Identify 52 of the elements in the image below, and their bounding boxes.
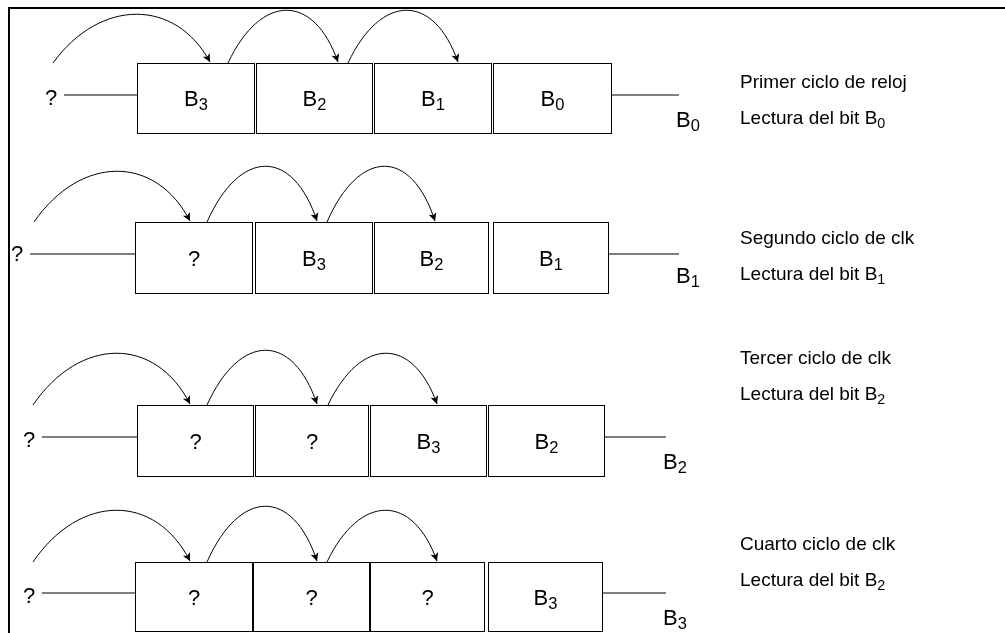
register-cell: B$_{2}$ <box>374 222 489 294</box>
input-text: ? <box>18 426 40 454</box>
curved-arrow <box>227 9 339 64</box>
cycle-note: Lectura del bit B$_{2}$ <box>740 382 886 406</box>
wire-line <box>29 253 136 255</box>
register-cell: B$_{3}$ <box>370 405 487 477</box>
wire-line <box>602 592 667 594</box>
cycle-note: Lectura del bit B$_{2}$ <box>740 568 886 592</box>
register-cell: ? <box>370 562 485 632</box>
curved-arrow <box>206 505 318 563</box>
output-text: B$_{2}$ <box>655 448 695 476</box>
register-cell: B$_{3}$ <box>137 63 255 134</box>
register-cell: B$_{2}$ <box>488 405 605 477</box>
cycle-note: Lectura del bit B$_{1}$ <box>740 262 886 286</box>
output-text: B$_{3}$ <box>655 604 695 632</box>
input-text: ? <box>18 582 40 610</box>
curved-arrow <box>32 509 191 563</box>
curved-arrow <box>33 170 191 223</box>
register-cell: B$_{3}$ <box>488 562 603 632</box>
register-cell: B$_{0}$ <box>493 63 612 134</box>
curved-arrow <box>206 349 318 406</box>
wire-line <box>608 253 680 255</box>
cycle-note: Cuarto ciclo de clk <box>740 532 896 556</box>
output-text: B$_{0}$ <box>668 106 708 134</box>
cycle-note: Lectura del bit B$_{0}$ <box>740 106 886 130</box>
cycle-note: Tercer ciclo de clk <box>740 346 891 370</box>
register-cell: ? <box>135 222 253 294</box>
input-text: ? <box>6 240 28 268</box>
curved-arrow <box>206 165 318 223</box>
wire-line <box>604 436 667 438</box>
cycle-note: Segundo ciclo de clk <box>740 226 915 250</box>
register-cell: B$_{2}$ <box>256 63 373 134</box>
curved-arrow <box>327 352 438 406</box>
curved-arrow <box>326 509 438 563</box>
curved-arrow <box>52 13 211 64</box>
wire-line <box>41 592 136 594</box>
register-cell: B$_{1}$ <box>374 63 492 134</box>
register-cell: ? <box>135 562 253 632</box>
curved-arrow <box>347 9 459 64</box>
wire-line <box>611 94 680 96</box>
register-cell: B$_{3}$ <box>255 222 373 294</box>
cycle-note: Primer ciclo de reloj <box>740 70 907 94</box>
input-text: ? <box>40 84 62 112</box>
register-cell: ? <box>137 405 254 477</box>
register-cell: ? <box>255 405 369 477</box>
wire-line <box>63 94 138 96</box>
wire-line <box>41 436 138 438</box>
curved-arrow <box>326 165 436 223</box>
output-text: B$_{1}$ <box>668 262 708 290</box>
register-cell: B$_{1}$ <box>493 222 609 294</box>
curved-arrow <box>32 352 191 406</box>
register-cell: ? <box>253 562 370 632</box>
